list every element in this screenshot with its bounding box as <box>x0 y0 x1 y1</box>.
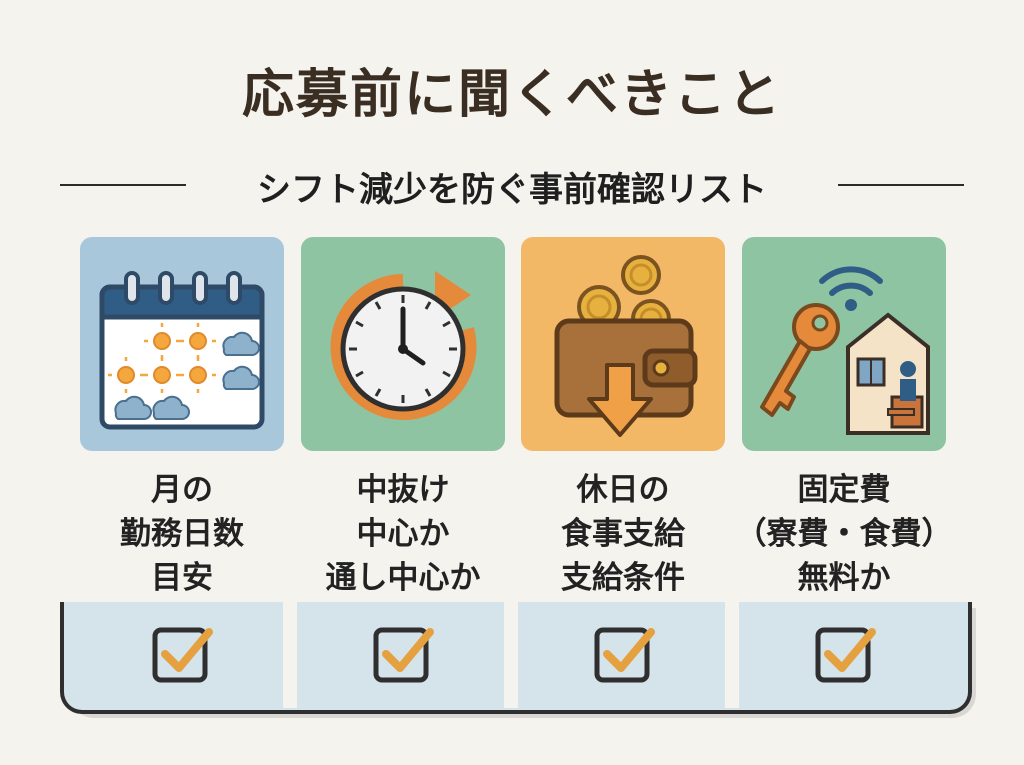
clock-icon <box>330 271 477 420</box>
card-label-calendar: 月の 勤務日数 目安 <box>72 468 292 600</box>
card-label-key-house: 固定費 （寮費・食費） 無料か <box>734 468 954 600</box>
checklist-divider <box>725 602 739 708</box>
label-line: 休日の <box>576 472 670 508</box>
key-house-icon <box>760 266 930 435</box>
calendar-icon <box>99 271 265 430</box>
label-line: 固定費 <box>797 472 891 508</box>
label-line: 無料か <box>797 560 891 596</box>
label-line: 通し中心か <box>325 560 481 596</box>
checkbox-checked-icon[interactable] <box>368 620 438 690</box>
label-line: 目安 <box>151 560 213 596</box>
label-line: （寮費・食費） <box>735 516 953 552</box>
checkbox-checked-icon[interactable] <box>147 620 217 690</box>
subtitle-rule-left <box>60 184 186 186</box>
page-title: 応募前に聞くべきこと <box>241 65 782 125</box>
label-line: 支給条件 <box>561 560 685 596</box>
card-calendar <box>80 237 284 451</box>
checkbox-checked-icon[interactable] <box>810 620 880 690</box>
label-line: 中抜け <box>356 472 450 508</box>
label-line: 月の <box>151 472 213 508</box>
label-line: 中心か <box>356 516 450 552</box>
card-wallet <box>521 237 725 451</box>
subtitle: シフト減少を防ぐ事前確認リスト <box>257 170 767 210</box>
label-line: 食事支給 <box>561 516 685 552</box>
wallet-icon <box>554 255 698 437</box>
label-line: 勤務日数 <box>120 516 244 552</box>
card-label-wallet: 休日の 食事支給 支給条件 <box>513 468 733 600</box>
subtitle-row: シフト減少を防ぐ事前確認リスト <box>60 162 964 210</box>
checklist-divider <box>283 602 297 708</box>
card-clock <box>301 237 505 451</box>
card-key-house <box>742 237 946 451</box>
subtitle-rule-right <box>838 184 964 186</box>
checkbox-checked-icon[interactable] <box>589 620 659 690</box>
card-label-clock: 中抜け 中心か 通し中心か <box>293 468 513 600</box>
checklist-divider <box>504 602 518 708</box>
